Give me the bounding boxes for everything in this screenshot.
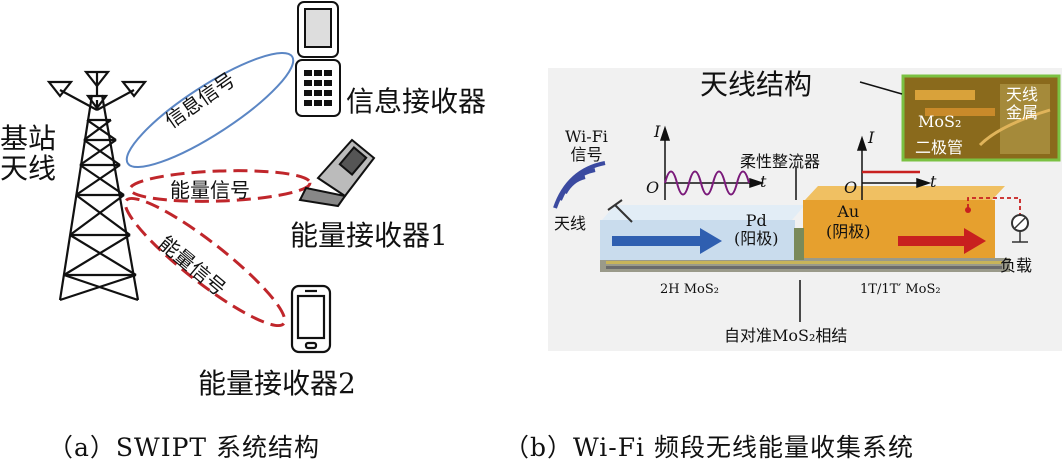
caption-a: （a）SWIPT 系统结构 <box>48 433 321 462</box>
inset-mos2-label: MoS₂ <box>918 112 962 131</box>
antenna-inset-photo <box>901 74 1061 162</box>
left-axis-i: I <box>654 122 661 141</box>
energy-signal-label-1: 能量信号 <box>170 178 250 202</box>
mos2-2h-label: 2H MoS₂ <box>660 282 719 297</box>
info-receiver-phone-icon <box>295 1 341 117</box>
load-circuit <box>965 197 1029 243</box>
base-station-tower-icon <box>46 70 148 302</box>
substrate-dots <box>606 261 1002 269</box>
au-cathode-block <box>803 186 1005 258</box>
antenna-structure-pointer <box>859 81 903 95</box>
caption-b: （b）Wi-Fi 频段无线能量收集系统 <box>504 433 914 462</box>
energy-receiver-1-phone-icon <box>298 138 376 208</box>
flexible-rectifier-label: 柔性整流器 <box>740 152 821 171</box>
inset-antenna-metal-label: 天线 金属 <box>1006 85 1039 122</box>
info-signal-ellipse <box>125 51 295 169</box>
info-receiver-label: 信息接收器 <box>346 85 487 118</box>
junction-label: 自对准MoS₂相结 <box>724 326 848 345</box>
au-cathode-label: Au (阴极) <box>826 202 871 241</box>
left-axis-t: t <box>760 172 767 191</box>
energy-signal-ellipse-1 <box>128 169 312 203</box>
pd-anode-label: Pd (阳极) <box>734 211 779 248</box>
energy-signal-ellipse-2 <box>123 196 287 328</box>
junction-strip <box>794 228 804 260</box>
blue-current-arrow <box>612 228 722 254</box>
base-station-label: 基站 天线 <box>0 122 57 185</box>
antenna-structure-label: 天线结构 <box>700 68 813 101</box>
right-axis-o: O <box>844 178 858 197</box>
mos2-1t-label: 1T/1T′ MoS₂ <box>860 282 941 297</box>
left-axis-o: O <box>646 178 660 197</box>
load-label: 负载 <box>1000 256 1033 275</box>
right-axis-i: I <box>868 128 875 147</box>
wifi-signal-label: Wi-Fi 信号 <box>565 127 608 164</box>
antenna-element-icon <box>607 199 633 223</box>
red-current-arrow <box>898 228 986 254</box>
energy-receiver-2-phone-icon <box>290 284 332 354</box>
inset-diode-label: 二极管 <box>915 138 964 157</box>
ac-waveform-axes <box>659 125 765 200</box>
energy-receiver-2-label: 能量接收器2 <box>198 367 356 400</box>
right-axis-t: t <box>930 172 937 191</box>
mos2-substrate <box>600 258 1010 272</box>
antenna-label: 天线 <box>554 214 587 233</box>
ac-sine-wave <box>664 170 750 196</box>
wifi-signal-icon <box>553 161 606 209</box>
energy-receiver-1-label: 能量接收器1 <box>290 219 448 252</box>
